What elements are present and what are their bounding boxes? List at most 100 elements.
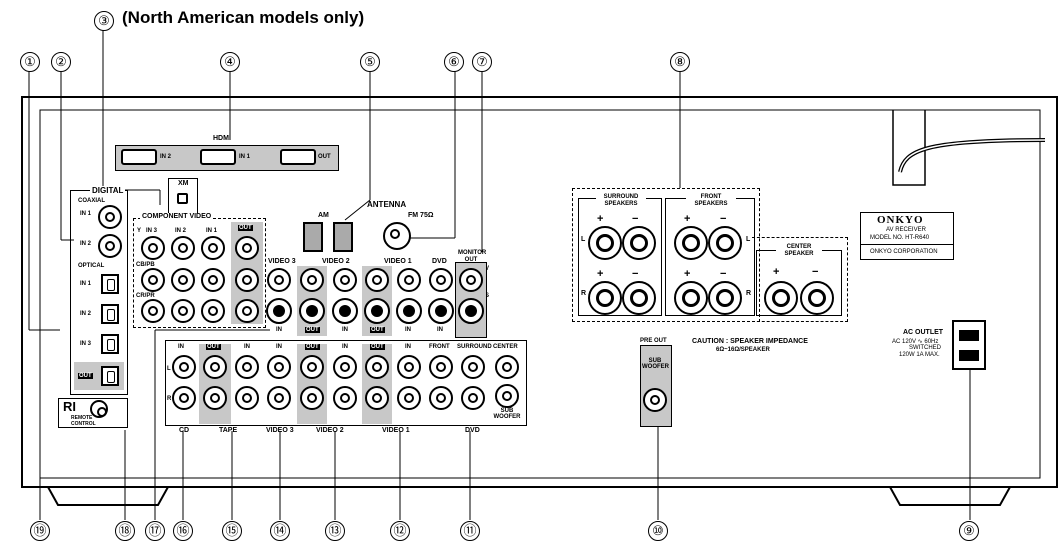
video3-composite-in[interactable] bbox=[267, 268, 291, 292]
video2-composite-in[interactable] bbox=[333, 268, 357, 292]
monitor-composite-out[interactable] bbox=[459, 268, 483, 292]
video2-svideo-in[interactable] bbox=[332, 298, 358, 324]
video1-in-l[interactable] bbox=[397, 355, 421, 379]
callout-12: ⑫ bbox=[390, 521, 410, 541]
component-in3-label: IN 3 bbox=[146, 228, 158, 234]
dvd-composite-in[interactable] bbox=[429, 268, 453, 292]
coaxial-label: COAXIAL bbox=[78, 198, 105, 204]
dvd-front-l[interactable] bbox=[429, 355, 453, 379]
video1-out-l[interactable] bbox=[365, 355, 389, 379]
cd-in-label: IN bbox=[178, 344, 184, 350]
front-l-plus[interactable] bbox=[674, 226, 708, 260]
monitor-s-label: S bbox=[485, 293, 490, 299]
ac-line3: 120W 1A MAX. bbox=[899, 352, 940, 358]
video2-in-r[interactable] bbox=[333, 386, 357, 410]
video3-in-l[interactable] bbox=[267, 355, 291, 379]
component-out-y[interactable] bbox=[235, 236, 259, 260]
front-speakers-label: FRONT SPEAKERS bbox=[686, 194, 736, 208]
dvd-surround-r[interactable] bbox=[461, 386, 485, 410]
component-out-cr[interactable] bbox=[235, 299, 259, 323]
coaxial-in1-jack[interactable] bbox=[98, 205, 122, 229]
front-r-plus[interactable] bbox=[674, 281, 708, 315]
ac-outlet-title: AC OUTLET bbox=[903, 329, 944, 336]
digital-title: DIGITAL bbox=[90, 186, 126, 195]
video2-out-l[interactable] bbox=[300, 355, 324, 379]
center-minus-terminal[interactable] bbox=[800, 281, 834, 315]
remote-control-jack[interactable] bbox=[90, 400, 108, 418]
optical-in2-port[interactable] bbox=[101, 304, 119, 324]
hdmi-in2-label: IN 2 bbox=[160, 154, 172, 160]
callout-9: ⑨ bbox=[959, 521, 979, 541]
am-ground-terminal[interactable] bbox=[333, 222, 353, 252]
surround-r-minus[interactable] bbox=[622, 281, 656, 315]
component-in2-y[interactable] bbox=[171, 236, 195, 260]
center-plus-terminal[interactable] bbox=[764, 281, 798, 315]
video1-svideo-out[interactable] bbox=[364, 298, 390, 324]
am-antenna-terminal[interactable] bbox=[303, 222, 323, 252]
video2-in-l[interactable] bbox=[333, 355, 357, 379]
video2-composite-out[interactable] bbox=[300, 268, 324, 292]
surround-l-minus[interactable] bbox=[622, 226, 656, 260]
surround-r-plus[interactable] bbox=[588, 281, 622, 315]
xm-label: XM bbox=[178, 180, 189, 187]
video1-svideo-in[interactable] bbox=[396, 298, 422, 324]
surround-l-plus[interactable] bbox=[588, 226, 622, 260]
front-l-minus[interactable] bbox=[708, 226, 742, 260]
dvd-front-r[interactable] bbox=[429, 386, 453, 410]
monitor-svideo-out[interactable] bbox=[458, 298, 484, 324]
dvd-center[interactable] bbox=[495, 355, 519, 379]
component-in2-cr[interactable] bbox=[171, 299, 195, 323]
optical-in1-port[interactable] bbox=[101, 274, 119, 294]
video1-group-label: VIDEO 1 bbox=[382, 427, 410, 434]
component-in3-cb[interactable] bbox=[141, 268, 165, 292]
callout-11: ⑪ bbox=[460, 521, 480, 541]
component-out-cb[interactable] bbox=[235, 268, 259, 292]
hdmi-in1-port[interactable] bbox=[200, 149, 236, 165]
badge-corp: ONKYO CORPORATION bbox=[870, 249, 938, 255]
video1-out-r[interactable] bbox=[365, 386, 389, 410]
fm-label: FM 75Ω bbox=[408, 212, 434, 219]
component-in1-y[interactable] bbox=[201, 236, 225, 260]
tape-out-l[interactable] bbox=[203, 355, 227, 379]
subwoofer-preout-jack[interactable] bbox=[643, 388, 667, 412]
preout-sub-label: SUB WOOFER bbox=[642, 358, 669, 370]
video1-composite-out[interactable] bbox=[365, 268, 389, 292]
cd-group-label: CD bbox=[179, 427, 190, 434]
hdmi-out-port[interactable] bbox=[280, 149, 316, 165]
fm-antenna-jack[interactable] bbox=[383, 222, 411, 250]
surround-speakers-label: SURROUND SPEAKERS bbox=[596, 194, 646, 208]
callout-1: ① bbox=[20, 52, 40, 72]
audio-l-label: L bbox=[167, 366, 171, 372]
video1-in-r[interactable] bbox=[397, 386, 421, 410]
video2-svideo-out[interactable] bbox=[299, 298, 325, 324]
dvd-svideo-in[interactable] bbox=[428, 298, 454, 324]
front-plus-bottom: + bbox=[684, 268, 691, 280]
video2-out-r[interactable] bbox=[300, 386, 324, 410]
tape-in-r[interactable] bbox=[235, 386, 259, 410]
component-in1-cr[interactable] bbox=[201, 299, 225, 323]
dvd-subwoofer[interactable] bbox=[495, 384, 519, 408]
ac-outlet[interactable] bbox=[952, 320, 986, 370]
video1-top-label: VIDEO 1 bbox=[384, 258, 412, 265]
video1-in-label: IN bbox=[405, 327, 411, 333]
tape-in-l[interactable] bbox=[235, 355, 259, 379]
component-out-label: OUT bbox=[238, 225, 253, 231]
front-r-minus[interactable] bbox=[708, 281, 742, 315]
hdmi-in2-port[interactable] bbox=[121, 149, 157, 165]
dvd-surround-l[interactable] bbox=[461, 355, 485, 379]
coaxial-in2-jack[interactable] bbox=[98, 234, 122, 258]
cd-in-l[interactable] bbox=[172, 355, 196, 379]
video3-in-r[interactable] bbox=[267, 386, 291, 410]
component-in1-cb[interactable] bbox=[201, 268, 225, 292]
video3-svideo-in[interactable] bbox=[266, 298, 292, 324]
cd-in-r[interactable] bbox=[172, 386, 196, 410]
video1-composite-in[interactable] bbox=[397, 268, 421, 292]
optical-in3-port[interactable] bbox=[101, 334, 119, 354]
component-in2-cb[interactable] bbox=[171, 268, 195, 292]
tape-out-r[interactable] bbox=[203, 386, 227, 410]
xm-port[interactable] bbox=[177, 193, 188, 204]
optical-out-port[interactable] bbox=[101, 366, 119, 386]
audio-section bbox=[165, 340, 527, 426]
component-in3-cr[interactable] bbox=[141, 299, 165, 323]
component-in3-y[interactable] bbox=[141, 236, 165, 260]
